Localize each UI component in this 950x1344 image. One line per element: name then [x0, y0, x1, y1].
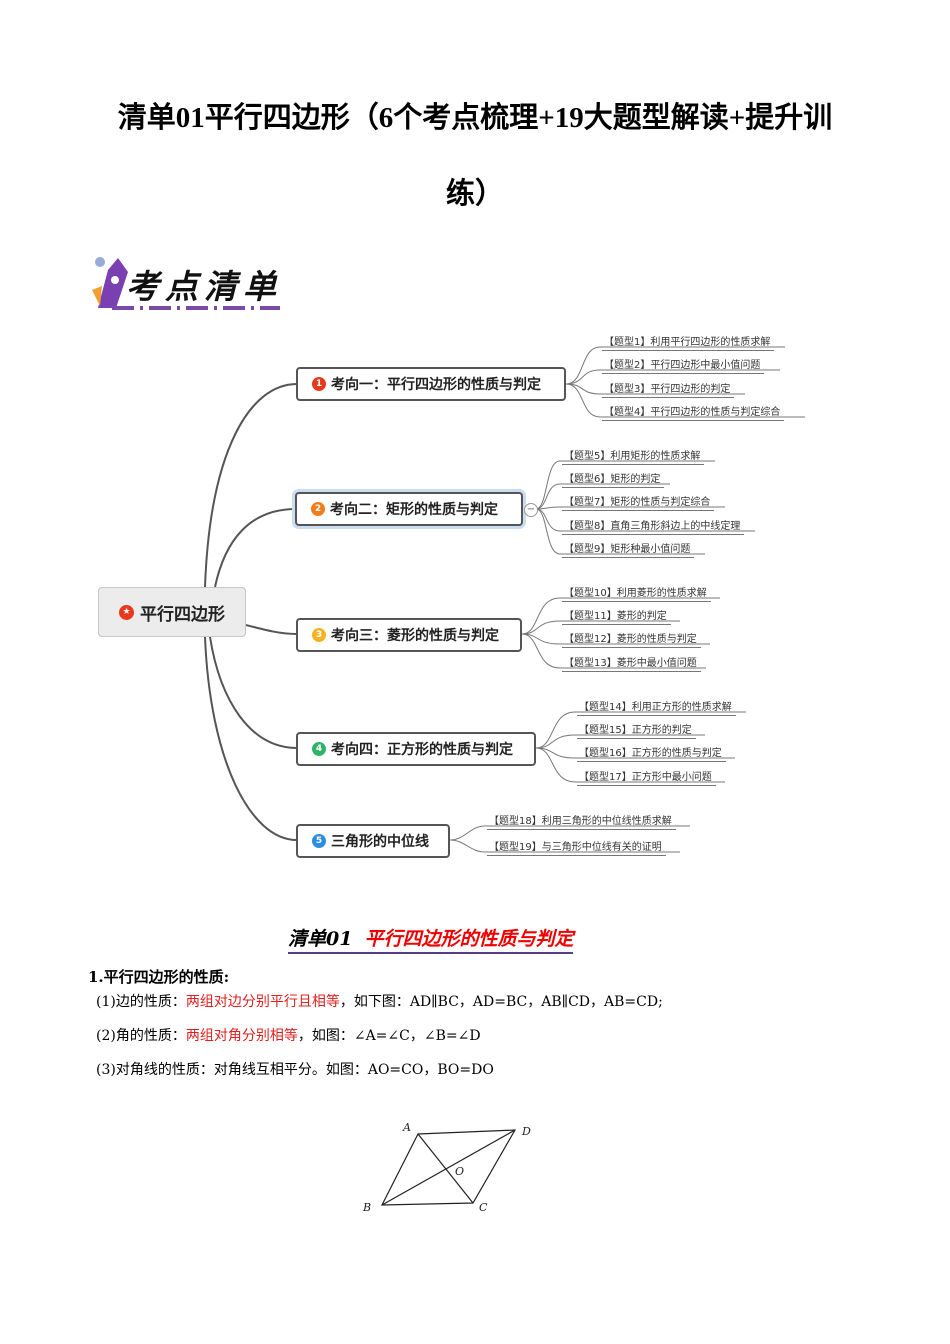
root-label: 平行四边形 [140, 604, 225, 625]
subsection-heading: 1.平行四边形的性质: [88, 968, 230, 986]
number-badge-2-icon: 2 [311, 502, 325, 516]
section-title: 清单01 平行四边形的性质与判定 [288, 924, 574, 954]
leaf-topic[interactable]: 【题型5】利用矩形的性质求解 [562, 447, 705, 465]
leaf-topic[interactable]: 【题型15】正方形的判定 [577, 721, 696, 739]
vertex-label-c: C [479, 1201, 488, 1214]
document-title-line2: 练） [445, 178, 504, 210]
leaf-topic[interactable]: 【题型13】菱形中最小值问题 [562, 654, 701, 672]
property-label: (1)边的性质： [96, 994, 186, 1010]
number-badge-5-icon: 5 [312, 834, 326, 848]
property-rest: ，如下图：AD∥BC，AD=BC，AB∥CD，AB=CD; [339, 994, 663, 1010]
leaf-topic[interactable]: 【题型4】平行四边形的性质与判定综合 [602, 403, 785, 421]
leaf-topic[interactable]: 【题型10】利用菱形的性质求解 [562, 584, 711, 602]
logo-dashed-line [112, 306, 280, 310]
leaf-topic[interactable]: 【题型12】菱形的性质与判定 [562, 630, 701, 648]
leaf-topic[interactable]: 【题型9】矩形种最小值问题 [562, 540, 695, 558]
number-badge-4-icon: 4 [312, 742, 326, 756]
collapse-toggle-button[interactable]: − [524, 503, 538, 517]
logo-label: 考点清单 [126, 267, 282, 306]
leaf-topic[interactable]: 【题型14】利用正方形的性质求解 [577, 698, 736, 716]
branch-node-4[interactable]: 4 考向四：正方形的性质与判定 [296, 732, 536, 766]
property-highlight: 两组对边分别平行且相等 [185, 994, 340, 1010]
vertex-label-o: O [455, 1165, 464, 1178]
document-title-line1: 清单01平行四边形（6个考点梳理+19大题型解读+提升训 [117, 102, 833, 134]
vertex-label-b: B [362, 1201, 371, 1214]
number-badge-3-icon: 3 [312, 628, 326, 642]
property-line-1: (1)边的性质：两组对边分别平行且相等，如下图：AD∥BC，AD=BC，AB∥C… [96, 991, 663, 1011]
leaf-topic[interactable]: 【题型18】利用三角形的中位线性质求解 [487, 812, 676, 830]
leaf-topic[interactable]: 【题型8】直角三角形斜边上的中线定理 [562, 517, 745, 535]
leaf-topic[interactable]: 【题型6】矩形的判定 [562, 470, 665, 488]
property-line-2: (2)角的性质：两组对角分别相等，如图：∠A=∠C，∠B=∠D [96, 1025, 481, 1045]
branch-label: 考向四：正方形的性质与判定 [331, 742, 513, 758]
branch-label: 考向一：平行四边形的性质与判定 [331, 377, 541, 393]
leaf-topic[interactable]: 【题型19】与三角形中位线有关的证明 [487, 838, 666, 856]
mindmap-root-node[interactable]: ★ 平行四边形 [98, 587, 246, 637]
star-badge-icon: ★ [119, 604, 134, 620]
number-badge-1-icon: 1 [312, 377, 326, 391]
vertex-label-d: D [521, 1125, 531, 1138]
property-line-3: (3)对角线的性质：对角线互相平分。如图：AO=CO，BO=DO [96, 1059, 494, 1079]
wizard-mascot-icon [92, 257, 128, 308]
leaf-topic[interactable]: 【题型7】矩形的性质与判定综合 [562, 493, 715, 511]
branch-node-1[interactable]: 1 考向一：平行四边形的性质与判定 [296, 367, 566, 401]
vertex-label-a: A [402, 1121, 411, 1134]
leaf-topic[interactable]: 【题型17】正方形中最小问题 [577, 768, 716, 786]
property-highlight: 两组对角分别相等 [185, 1028, 298, 1044]
leaf-topic[interactable]: 【题型2】平行四边形中最小值问题 [602, 356, 765, 374]
leaf-topic[interactable]: 【题型1】利用平行四边形的性质求解 [602, 333, 775, 351]
property-rest: ，如图：∠A=∠C，∠B=∠D [297, 1028, 481, 1044]
property-label: (2)角的性质： [96, 1028, 186, 1044]
leaf-topic[interactable]: 【题型3】平行四边形的判定 [602, 380, 735, 398]
branch-label: 考向三：菱形的性质与判定 [331, 628, 499, 644]
branch-node-3[interactable]: 3 考向三：菱形的性质与判定 [296, 618, 522, 652]
property-label: (3)对角线的性质：对角线互相平分。如图：AO=CO，BO=DO [96, 1062, 494, 1078]
section-title-text: 平行四边形的性质与判定 [364, 928, 574, 950]
section-prefix: 清单01 [288, 928, 353, 950]
branch-node-2[interactable]: 2 考向二：矩形的性质与判定 [295, 492, 523, 526]
branch-node-5[interactable]: 5 三角形的中位线 [296, 824, 450, 858]
leaf-topic[interactable]: 【题型11】菱形的判定 [562, 607, 671, 625]
branch-label: 三角形的中位线 [331, 834, 429, 850]
parallelogram-figure: A D O B C [362, 1121, 531, 1214]
leaf-topic[interactable]: 【题型16】正方形的性质与判定 [577, 744, 726, 762]
kaodian-qingdan-logo: 考点清单 [88, 250, 288, 316]
branch-label: 考向二：矩形的性质与判定 [330, 502, 498, 518]
